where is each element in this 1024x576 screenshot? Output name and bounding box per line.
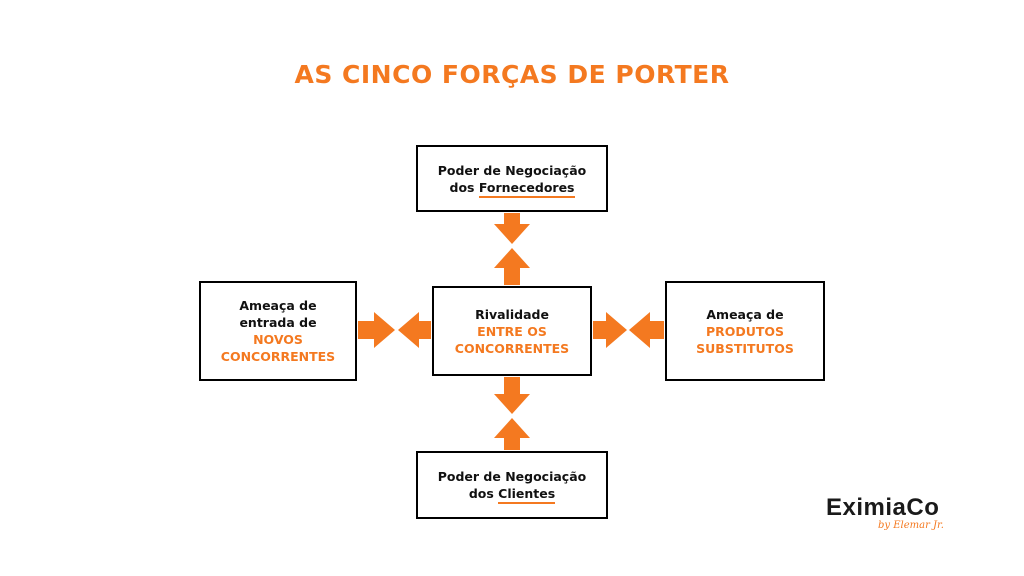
page-title: AS CINCO FORÇAS DE PORTER [294,60,730,89]
logo-sub-text: by Elemar Jr. [878,520,944,531]
box-substitutes: Ameaça de PRODUTOS SUBSTITUTOS [665,281,825,381]
box-bottom-line2: dos Clientes [468,485,556,504]
box-right-line2: PRODUTOS [705,323,785,339]
box-top-line2-plain: dos [449,179,479,195]
box-left-line2: entrada de [239,315,317,330]
arrow-down-top [494,213,530,244]
eximiaco-logo: EximiaCo by Elemar Jr. [826,494,966,531]
arrow-right-left [358,312,395,348]
logo-main-text: EximiaCo [826,494,940,521]
box-rivalry: Rivalidade ENTRE OS CONCORRENTES [432,286,592,376]
box-supplier-power: Poder de Negociação dos Fornecedores [416,145,608,212]
arrow-right-center-right [593,312,627,348]
box-center-line1: Rivalidade [475,306,549,322]
box-left-line4: CONCORRENTES [220,349,336,364]
box-center-line3: CONCORRENTES [454,340,570,356]
arrow-up-center-top [494,248,530,285]
arrow-down-center-bottom [494,377,530,414]
arrow-left-center-left [398,312,431,348]
box-top-highlight: Fornecedores [478,179,575,198]
box-bottom-highlight: Clientes [498,486,556,504]
box-buyer-power: Poder de Negociação dos Clientes [416,451,608,519]
box-left-line1: Ameaça de [239,298,317,313]
arrow-left-right [629,312,664,348]
box-left-line3: NOVOS [253,332,303,347]
box-new-entrants: Ameaça de entrada de NOVOS CONCORRENTES [199,281,357,381]
box-center-line2: ENTRE OS [477,323,547,339]
box-right-line1: Ameaça de [706,306,784,322]
box-top-line2: dos Fornecedores [449,179,575,198]
box-right-line3: SUBSTITUTOS [696,340,794,356]
box-bottom-line1: Poder de Negociação [437,469,587,484]
arrow-up-bottom [494,418,530,450]
box-top-line1: Poder de Negociação [437,162,587,178]
box-bottom-line2-plain: dos [468,486,499,501]
